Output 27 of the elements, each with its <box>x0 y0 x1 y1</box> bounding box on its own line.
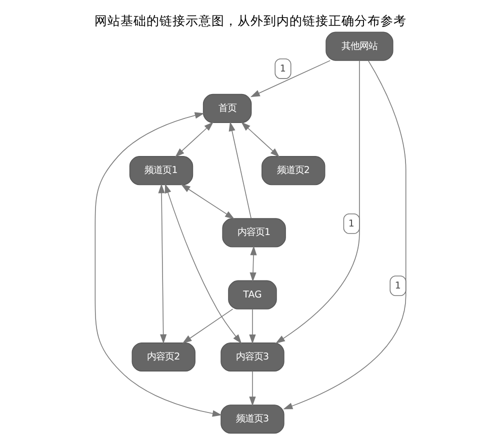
node-box: 内容页2 <box>131 342 195 372</box>
arrow <box>182 308 233 344</box>
node-box: 首页 <box>202 94 252 123</box>
node-box: 内容页3 <box>220 342 284 372</box>
arrow <box>94 112 222 417</box>
node-box: 频道页2 <box>261 156 325 186</box>
arrow <box>228 122 251 219</box>
edge-label: 1 <box>394 280 400 292</box>
arrow <box>240 122 280 158</box>
node-box: 其他网站 <box>325 32 393 61</box>
arrow <box>250 60 330 98</box>
arrow <box>274 60 360 344</box>
arrow <box>164 184 242 344</box>
node-box: 内容页1 <box>222 218 286 248</box>
edge-label: 1 <box>348 218 354 230</box>
diagram-title: 网站基础的链接示意图，从外到内的链接正确分布参考 <box>94 12 406 28</box>
arrow <box>248 308 256 344</box>
arrow <box>282 60 406 410</box>
edge-label: 1 <box>279 64 286 75</box>
arrow <box>249 246 256 282</box>
node-box: 频道页3 <box>220 404 284 434</box>
arrow <box>174 122 214 158</box>
arrow <box>180 184 234 220</box>
arrow <box>158 184 166 344</box>
node-box: TAG <box>228 280 276 310</box>
node-box: 频道页1 <box>128 156 193 186</box>
arrow <box>248 370 256 406</box>
